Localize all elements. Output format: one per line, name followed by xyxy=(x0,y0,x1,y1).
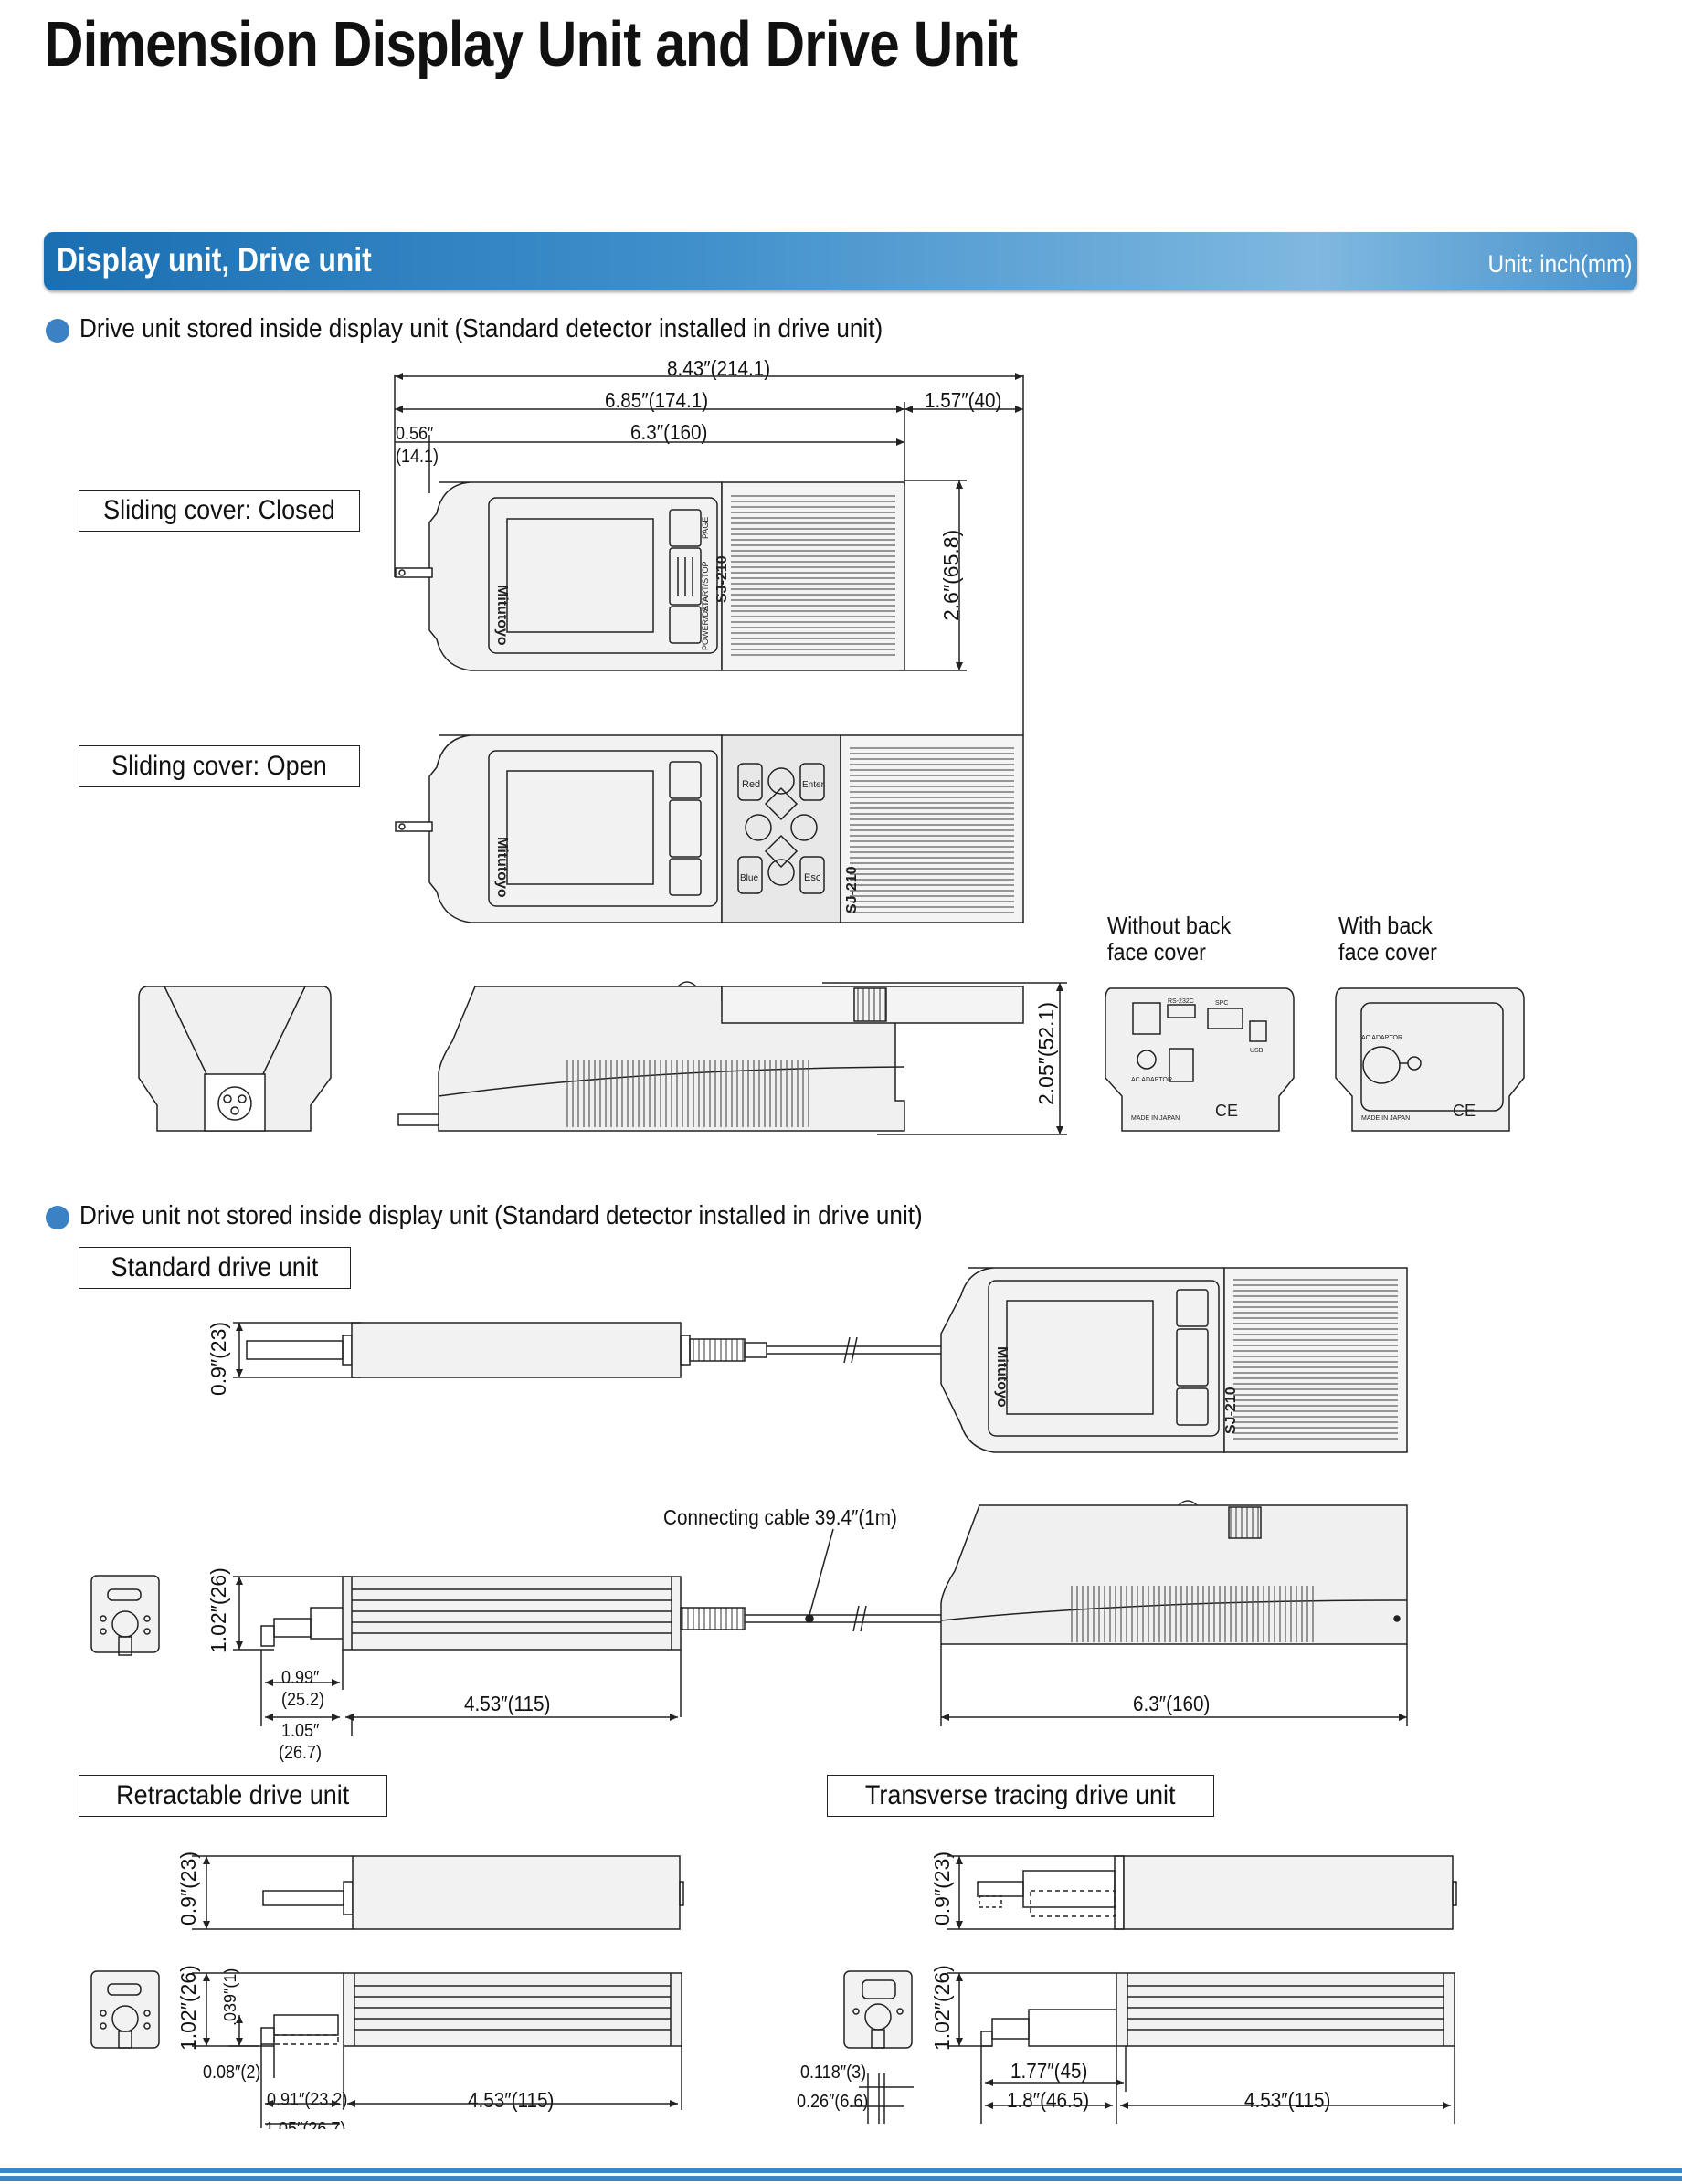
brand-logo-text: Mitutoyo xyxy=(494,585,510,646)
key-blue-text: Blue xyxy=(740,873,758,883)
start-key-text: START/STOP xyxy=(701,561,710,612)
section1-heading: Drive unit stored inside display unit (S… xyxy=(79,314,883,343)
dim-probe-inch: 0.56″ xyxy=(396,424,434,444)
dim-inner-length: 6.3″(160) xyxy=(630,420,708,444)
dim-probe-mm: (14.1) xyxy=(396,447,439,467)
model-text: SJ-210 xyxy=(714,555,730,603)
key-red-text: Red xyxy=(742,779,760,790)
dim-standard-length: 4.53″(115) xyxy=(464,1692,551,1715)
model-text: SJ-210 xyxy=(1223,1387,1239,1434)
section2-heading: Drive unit not stored inside display uni… xyxy=(79,1201,923,1230)
dim-transverse-0118: 0.118″(3) xyxy=(800,2063,867,2083)
rear-acadaptor-text: AC ADAPTOR xyxy=(1131,1077,1172,1083)
drive-end-view xyxy=(90,1575,160,1656)
banner-title: Display unit, Drive unit xyxy=(57,241,372,279)
display-unit-detached xyxy=(940,1267,1408,1453)
transverse-drive-side xyxy=(843,1970,1455,2124)
side-view xyxy=(397,981,1024,1132)
power-key-text: POWER/DATA xyxy=(701,596,710,650)
label-retractable-drive: Retractable drive unit xyxy=(79,1775,387,1817)
label-cover-open: Sliding cover: Open xyxy=(79,745,360,787)
dim-1-05-mm: (26.7) xyxy=(279,1743,323,1763)
key-esc-text: Esc xyxy=(804,872,821,883)
page-title: Dimension Display Unit and Drive Unit xyxy=(44,8,1018,79)
rear-spc-text: SPC xyxy=(1215,1000,1228,1007)
model-text: SJ-210 xyxy=(844,866,860,913)
rear-made-text: MADE IN JAPAN xyxy=(1131,1115,1180,1122)
rear-usb-text: USB xyxy=(1250,1048,1264,1054)
brand-logo-text: Mitutoyo xyxy=(494,837,510,898)
label-transverse-drive: Transverse tracing drive unit xyxy=(827,1775,1214,1817)
dim-0-99-mm: (25.2) xyxy=(281,1690,325,1710)
svg-text:CE: CE xyxy=(1453,1102,1476,1120)
display-unit-open xyxy=(395,734,1024,923)
section-banner xyxy=(44,232,1637,290)
bullet-icon xyxy=(46,1206,69,1229)
display-unit-side-detached xyxy=(940,1500,1408,1726)
display-unit-closed xyxy=(395,481,905,671)
dim-transverse-177: 1.77″(45) xyxy=(1010,2059,1088,2083)
dim-1-05: 1.05″ xyxy=(281,1721,320,1741)
unit-note: Unit: inch(mm) xyxy=(1488,250,1633,278)
retractable-drive-side xyxy=(90,1970,682,2128)
dim-display-length: 6.3″(160) xyxy=(1133,1692,1211,1715)
standard-drive-side xyxy=(233,1528,941,1736)
rear-view-with-cover: CE xyxy=(1335,987,1525,1132)
front-view xyxy=(138,986,332,1132)
key-enter-text: Enter xyxy=(802,780,825,790)
rear-acadaptor-text: AC ADAPTOR xyxy=(1361,1035,1402,1041)
dim-retract-008: 0.08″(2) xyxy=(203,2063,261,2083)
footer-stripes xyxy=(0,2168,1682,2184)
cable-label: Connecting cable 39.4″(1m) xyxy=(663,1505,897,1529)
rear-made-text: MADE IN JAPAN xyxy=(1361,1115,1410,1122)
rear-view-without-cover: CE xyxy=(1105,987,1295,1132)
label-cover-closed: Sliding cover: Closed xyxy=(79,490,360,532)
standard-drive-top xyxy=(233,1322,941,1378)
bullet-icon xyxy=(46,319,69,343)
rear-rs232c-text: RS-232C xyxy=(1168,998,1194,1005)
retractable-drive-top xyxy=(192,1855,684,1930)
svg-text:CE: CE xyxy=(1215,1102,1238,1120)
transverse-drive-top xyxy=(947,1855,1457,1930)
brand-logo-text: Mitutoyo xyxy=(994,1346,1010,1408)
page-key-text: PAGE xyxy=(701,517,710,539)
label-standard-drive: Standard drive unit xyxy=(79,1247,351,1289)
